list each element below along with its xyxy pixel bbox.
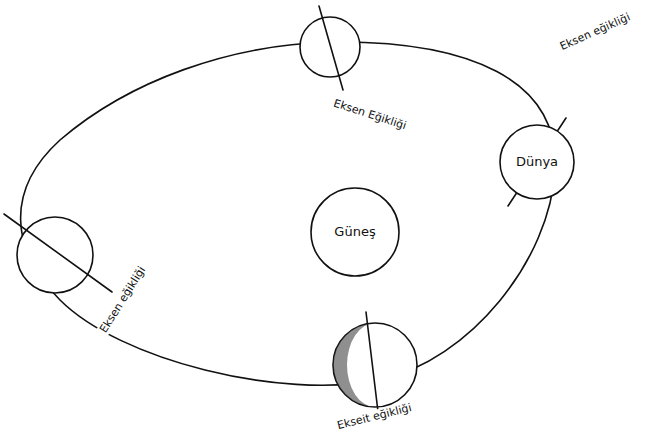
axis-tilt-label: Eksen eğikliği — [96, 262, 149, 337]
axis-line — [366, 312, 379, 420]
earth-circle — [17, 217, 93, 293]
earth-circle: Dünya — [499, 124, 575, 200]
axis-tilt-label: Eksen eğikliği — [556, 10, 634, 54]
sun-circle: Güneş — [310, 187, 400, 277]
circle-shape — [311, 188, 399, 276]
axis-line — [319, 6, 343, 90]
earth-circle — [333, 323, 417, 407]
orbit-path — [21, 42, 556, 385]
axis-line — [4, 214, 112, 292]
axis-tilt-label: Eksen Eğikliği — [330, 96, 410, 133]
node-text: Dünya — [514, 154, 560, 170]
node-text: Güneş — [332, 224, 377, 240]
circle-shape — [500, 125, 574, 199]
